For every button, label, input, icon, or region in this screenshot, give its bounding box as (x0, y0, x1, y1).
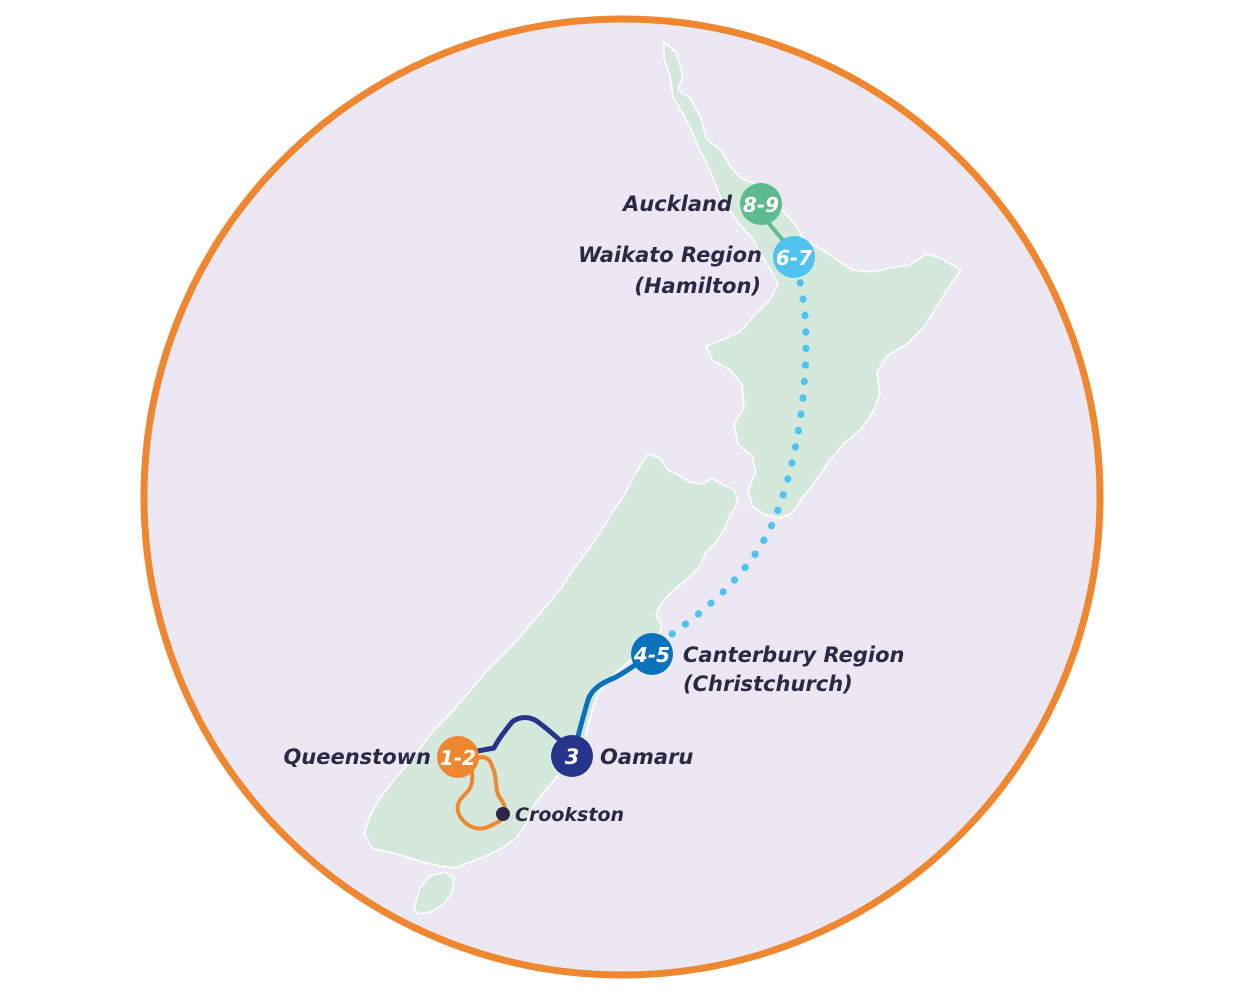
oamaru-canterbury-route (573, 653, 651, 747)
label-waikato-region: Waikato Region (578, 243, 762, 267)
stop-queenstown[interactable]: 1-2 (437, 736, 479, 778)
map-frame-circle (140, 15, 1104, 979)
label-auckland: Auckland (621, 192, 733, 216)
stop-oamaru[interactable]: 3 (551, 735, 593, 777)
stop-waikato[interactable]: 6-7 (773, 236, 815, 278)
stop-auckland-badge: 8-9 (743, 193, 779, 217)
stop-canterbury[interactable]: 4-5 (631, 633, 673, 675)
label-queenstown: Queenstown (283, 745, 431, 769)
label-oamaru: Oamaru (600, 745, 693, 769)
queenstown-oamaru-route (469, 715, 571, 755)
north-island (663, 40, 963, 519)
label-canterbury-region: Canterbury Region (683, 643, 904, 667)
stop-auckland[interactable]: 8-9 (740, 183, 782, 225)
crookston-marker (496, 807, 510, 821)
stewart-island (413, 871, 455, 915)
stop-queenstown-badge: 1-2 (440, 746, 476, 770)
canterbury-waikato-route (668, 278, 810, 638)
stop-oamaru-badge: 3 (565, 745, 580, 769)
label-crookston: Crookston (515, 804, 624, 826)
queenstown-loop-route (455, 755, 507, 831)
label-hamilton: (Hamilton) (634, 274, 761, 298)
label-christchurch: (Christchurch) (683, 672, 853, 696)
stop-canterbury-badge: 4-5 (633, 643, 670, 667)
stop-waikato-badge: 6-7 (776, 246, 812, 270)
